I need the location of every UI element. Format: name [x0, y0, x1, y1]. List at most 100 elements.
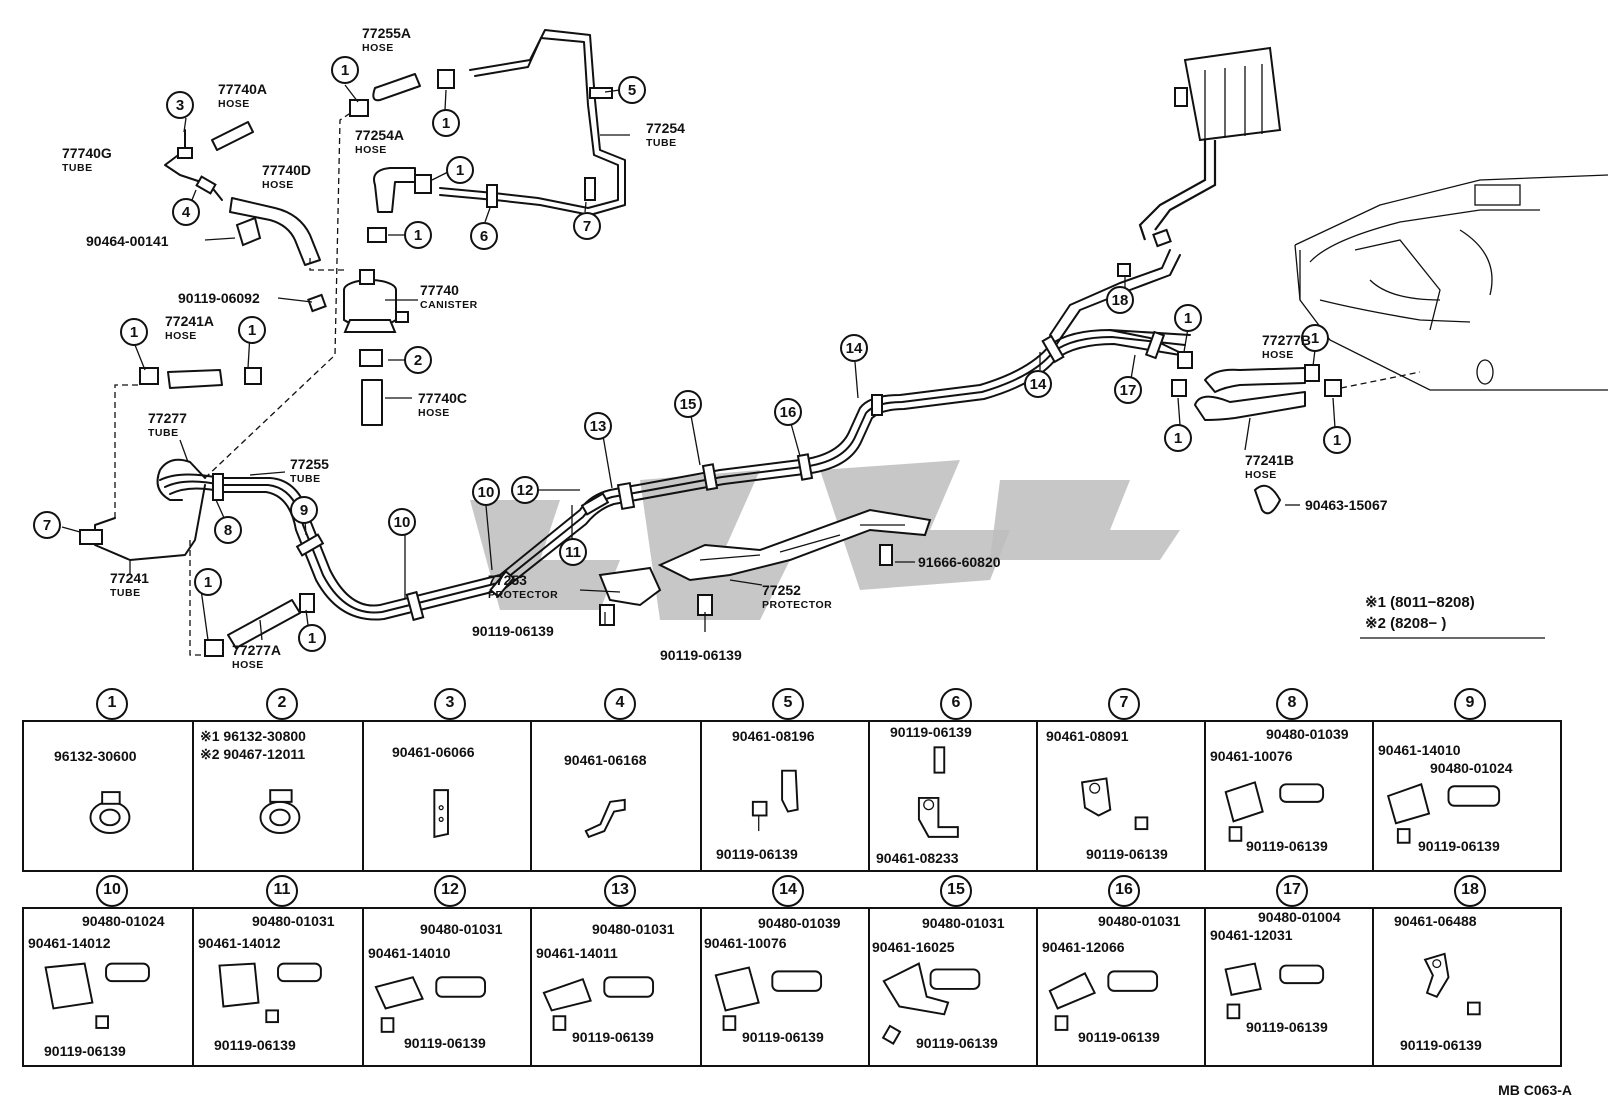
- part-number: ※1 96132-30800: [200, 728, 306, 744]
- callout-1: 1: [404, 221, 432, 249]
- svg-text:13: 13: [590, 418, 607, 435]
- svg-text:1: 1: [1184, 310, 1192, 327]
- svg-text:1: 1: [1174, 430, 1182, 447]
- canister-hoses: [349, 29, 626, 243]
- svg-text:2: 2: [414, 352, 422, 369]
- part-number: 90461-14012: [28, 935, 111, 951]
- svg-text:77252: 77252: [762, 582, 801, 598]
- part-number: 90119-06139: [1246, 1019, 1328, 1035]
- production-notes: ※1 (8011−8208) ※2 (8208− ): [1360, 594, 1545, 639]
- part-number: ※2 90467-12011: [200, 746, 306, 762]
- bracket-icon: [584, 798, 626, 839]
- detail-cell-7: 7 90461-08091 90119-06139: [1036, 688, 1206, 872]
- part-number: 90119-06139: [742, 1029, 824, 1045]
- part-number: 90119-06139: [1246, 838, 1328, 854]
- callout-6: 6: [470, 222, 498, 250]
- detail-cell-6: 6 90119-06139 90461-08233: [868, 688, 1038, 872]
- cell-number: 10: [96, 875, 128, 907]
- svg-text:HOSE: HOSE: [1245, 469, 1277, 481]
- detail-cell-14: 14 90480-01039 90461-10076 90119-06139: [700, 875, 870, 1067]
- part-number: 90119-06139: [1418, 838, 1500, 854]
- part-number: 90119-06139: [572, 1029, 654, 1045]
- part-number: 90119-06139: [404, 1035, 486, 1051]
- svg-text:※1 (8011−8208): ※1 (8011−8208): [1365, 594, 1475, 611]
- part-labels: 77255A HOSE 77740A HOSE 77740G TUBE 7725…: [62, 25, 1388, 671]
- svg-text:10: 10: [478, 484, 495, 501]
- detail-cell-10: 10 90480-01024 90461-14012 90119-06139: [22, 875, 194, 1067]
- svg-text:3: 3: [176, 97, 184, 114]
- svg-text:TUBE: TUBE: [646, 137, 677, 149]
- svg-text:HOSE: HOSE: [262, 179, 294, 191]
- callout-16: 16: [774, 398, 802, 426]
- clamp-icon: [259, 789, 301, 834]
- part-number: 90461-06066: [392, 744, 475, 760]
- callout-1: 1: [238, 316, 266, 344]
- callout-7: 7: [33, 511, 61, 539]
- diagram-reference-code: MB C063-A: [1498, 1082, 1572, 1098]
- svg-text:8: 8: [224, 522, 232, 539]
- fuel-tank: [1294, 174, 1608, 391]
- part-number: 90119-06139: [716, 846, 798, 862]
- callout-14: 14: [840, 334, 868, 362]
- protectors: [598, 508, 932, 626]
- cell-number: 3: [434, 688, 466, 720]
- part-number: 90480-01031: [592, 921, 675, 937]
- part-number: 90119-06139: [214, 1037, 296, 1053]
- part-number: 90461-06168: [564, 752, 647, 768]
- svg-text:77241A: 77241A: [165, 313, 214, 329]
- callout-10: 10: [472, 478, 500, 506]
- svg-text:9: 9: [300, 502, 308, 519]
- part-number: 90461-08196: [732, 728, 815, 744]
- part-number: 90461-14011: [536, 945, 618, 961]
- callout-1: 1: [331, 56, 359, 84]
- callout-1: 1: [1301, 324, 1329, 352]
- cell-number: 16: [1108, 875, 1140, 907]
- svg-text:1: 1: [414, 227, 422, 244]
- detail-cell-12: 12 90480-01031 90461-14010 90119-06139: [362, 875, 532, 1067]
- svg-text:77740A: 77740A: [218, 81, 267, 97]
- svg-text:PROTECTOR: PROTECTOR: [488, 589, 558, 601]
- detail-cell-1: 1 96132-30600: [22, 688, 194, 872]
- svg-text:6: 6: [480, 228, 488, 245]
- detail-cell-9: 9 90461-14010 90480-01024 90119-06139: [1372, 688, 1562, 872]
- clamp-block-icon: [1224, 781, 1325, 842]
- part-number: 90461-14010: [368, 945, 451, 961]
- svg-text:16: 16: [780, 404, 797, 421]
- svg-text:1: 1: [248, 322, 256, 339]
- right-hoses: [1171, 351, 1421, 515]
- detail-cell-4: 4 90461-06168: [530, 688, 702, 872]
- callout-1: 1: [120, 318, 148, 346]
- part-number: 90461-14012: [198, 935, 281, 951]
- clamp-block-icon: [542, 976, 655, 1031]
- svg-text:77254: 77254: [646, 120, 685, 136]
- svg-text:1: 1: [130, 324, 138, 341]
- part-number: 90480-01039: [1266, 726, 1349, 742]
- svg-text:15: 15: [680, 396, 697, 413]
- tube-clamps: [212, 263, 1166, 622]
- clamp-icon: [89, 791, 131, 834]
- callout-13: 13: [584, 412, 612, 440]
- svg-text:1: 1: [442, 115, 450, 132]
- part-number: 96132-30600: [54, 748, 137, 764]
- cell-number: 2: [266, 688, 298, 720]
- svg-text:HOSE: HOSE: [218, 98, 250, 110]
- clip-icon: [751, 769, 799, 832]
- cell-number: 8: [1276, 688, 1308, 720]
- clamp-block-icon: [1386, 783, 1501, 844]
- svg-text:90119-06092: 90119-06092: [178, 290, 260, 306]
- part-detail-grid: 1 96132-30600 2 ※1 96132-30800 ※2 90467-…: [22, 680, 1562, 1075]
- part-number: 90480-01031: [922, 915, 1005, 931]
- svg-text:TUBE: TUBE: [110, 587, 141, 599]
- callout-5: 5: [618, 76, 646, 104]
- clamp-block-icon: [374, 976, 486, 1033]
- canister: [307, 269, 409, 426]
- callout-1: 1: [1323, 426, 1351, 454]
- svg-text:18: 18: [1112, 292, 1129, 309]
- detail-cell-5: 5 90461-08196 90119-06139: [700, 688, 870, 872]
- part-number: 90119-06139: [1078, 1029, 1160, 1045]
- cell-number: 7: [1108, 688, 1140, 720]
- svg-text:※2 (8208− ): ※2 (8208− ): [1365, 615, 1446, 632]
- part-number: 90119-06139: [916, 1035, 998, 1051]
- callout-1: 1: [194, 568, 222, 596]
- svg-text:4: 4: [182, 204, 191, 221]
